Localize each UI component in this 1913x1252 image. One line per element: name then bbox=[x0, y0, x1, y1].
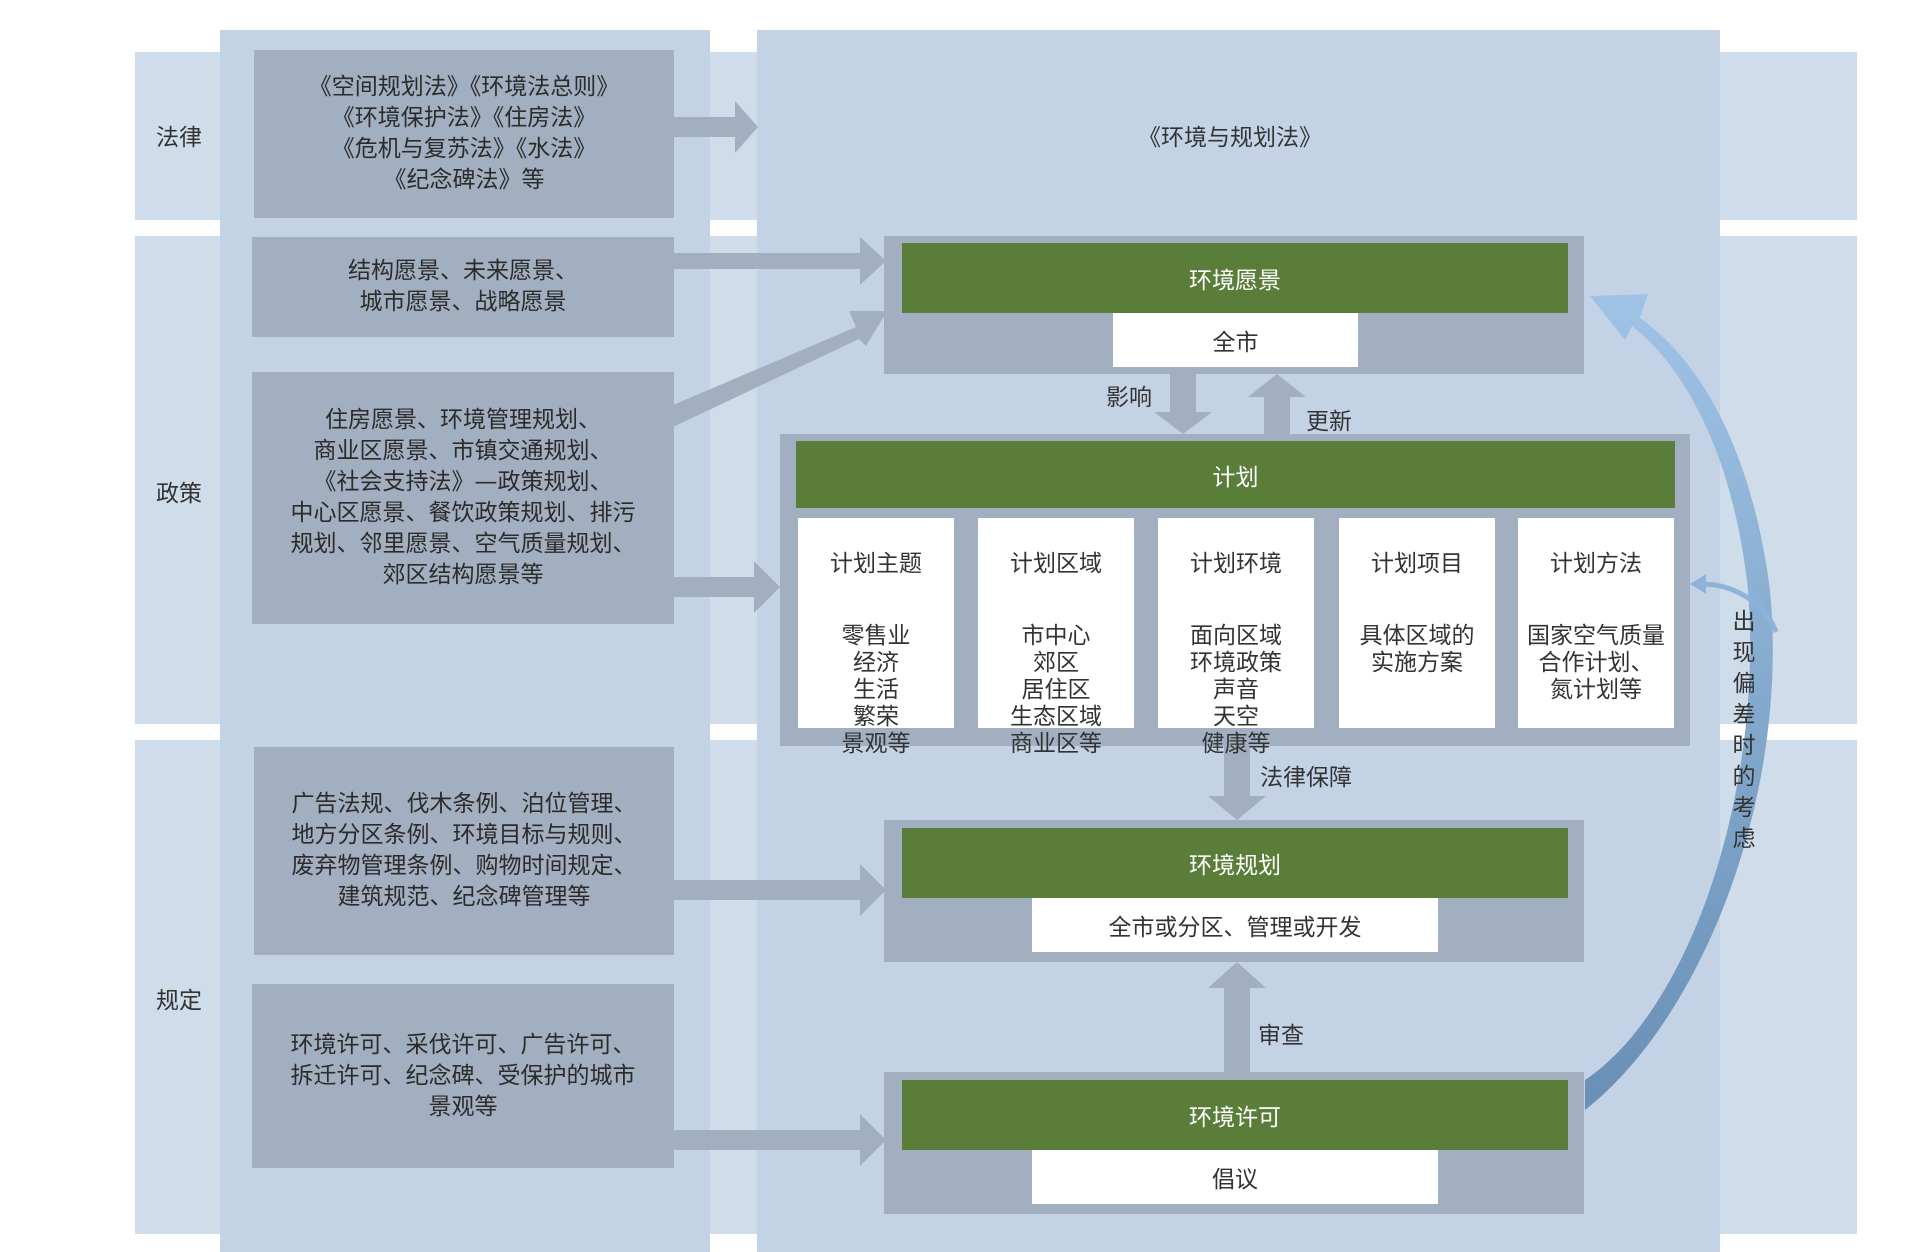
plan-title: 计划 bbox=[796, 441, 1675, 508]
plan-column-header: 计划项目 bbox=[1371, 551, 1463, 577]
plan-column-project: 计划项目 具体区域的 实施方案 bbox=[1339, 518, 1495, 728]
arrow-review bbox=[1208, 962, 1266, 1072]
plan-column-header: 计划区域 bbox=[1010, 551, 1102, 577]
feedback-label: 出现偏差时的考虑 bbox=[1732, 609, 1756, 852]
label-influence: 影响 bbox=[1106, 385, 1152, 411]
plan-column-header: 计划环境 bbox=[1190, 551, 1282, 577]
law-list-box: 《空间规划法》《环境法总则》 《环境保护法》《住房法》 《危机与复苏法》《水法》… bbox=[254, 50, 674, 218]
arrow-plans-to-env-vision bbox=[673, 311, 887, 427]
env-plan-scope: 全市或分区、管理或开发 bbox=[1032, 898, 1438, 952]
row-label-law: 法律 bbox=[156, 125, 202, 151]
arrow-rules-to-env-plan bbox=[673, 864, 886, 916]
plan-column-items: 面向区域 环境政策 声音 天空 健康等 bbox=[1190, 623, 1282, 757]
plan-column-items: 市中心 郊区 居住区 生态区域 商业区等 bbox=[1010, 623, 1102, 757]
env-plan-title: 环境规划 bbox=[902, 828, 1568, 898]
row-label-policy: 政策 bbox=[156, 481, 202, 507]
feedback-arc-to-plan bbox=[1701, 581, 1779, 633]
arrow-law-to-act bbox=[673, 101, 758, 153]
policy-plans-box: 住房愿景、环境管理规划、 商业区愿景、市镇交通规划、 《社会支持法》—政策规划、… bbox=[252, 372, 674, 624]
label-review: 审查 bbox=[1258, 1023, 1304, 1049]
plan-column-items: 国家空气质量 合作计划、 氮计划等 bbox=[1527, 623, 1665, 703]
plan-column-theme: 计划主题 零售业 经济 生活 繁荣 景观等 bbox=[798, 518, 954, 757]
plan-column-items: 零售业 经济 生活 繁荣 景观等 bbox=[841, 623, 911, 757]
row-label-regulation: 规定 bbox=[156, 988, 202, 1014]
policy-vision-box: 结构愿景、未来愿景、 城市愿景、战略愿景 bbox=[252, 237, 674, 337]
label-legal-guarantee: 法律保障 bbox=[1260, 765, 1352, 791]
arrow-influence bbox=[1154, 374, 1212, 434]
label-update: 更新 bbox=[1306, 409, 1352, 435]
plan-column-header: 计划方法 bbox=[1550, 551, 1642, 577]
arrow-update bbox=[1248, 374, 1306, 434]
env-vision-scope: 全市 bbox=[1113, 313, 1358, 367]
act-title: 《环境与规划法》 bbox=[1138, 125, 1322, 151]
plan-column-environment: 计划环境 面向区域 环境政策 声音 天空 健康等 bbox=[1158, 518, 1314, 757]
regulation-permits-box: 环境许可、采伐许可、广告许可、 拆迁许可、纪念碑、受保护的城市 景观等 bbox=[252, 984, 674, 1168]
plan-column-area: 计划区域 市中心 郊区 居住区 生态区域 商业区等 bbox=[978, 518, 1134, 757]
arrow-vision-to-env-vision bbox=[673, 237, 886, 285]
arrow-permits-to-permit bbox=[673, 1114, 886, 1166]
feedback-arrowhead-plan bbox=[1690, 574, 1706, 594]
env-vision-title: 环境愿景 bbox=[902, 243, 1568, 313]
plan-column-method: 计划方法 国家空气质量 合作计划、 氮计划等 bbox=[1518, 518, 1674, 728]
env-permit-scope: 倡议 bbox=[1032, 1150, 1438, 1204]
plan-column-header: 计划主题 bbox=[830, 551, 922, 577]
arrow-plans-to-plan bbox=[673, 561, 780, 613]
regulation-rules-box: 广告法规、伐木条例、泊位管理、 地方分区条例、环境目标与规则、 废弃物管理条例、… bbox=[254, 747, 674, 955]
env-permit-title: 环境许可 bbox=[902, 1080, 1568, 1150]
arrow-legal-guarantee bbox=[1208, 744, 1266, 820]
plan-column-items: 具体区域的 实施方案 bbox=[1359, 623, 1475, 676]
